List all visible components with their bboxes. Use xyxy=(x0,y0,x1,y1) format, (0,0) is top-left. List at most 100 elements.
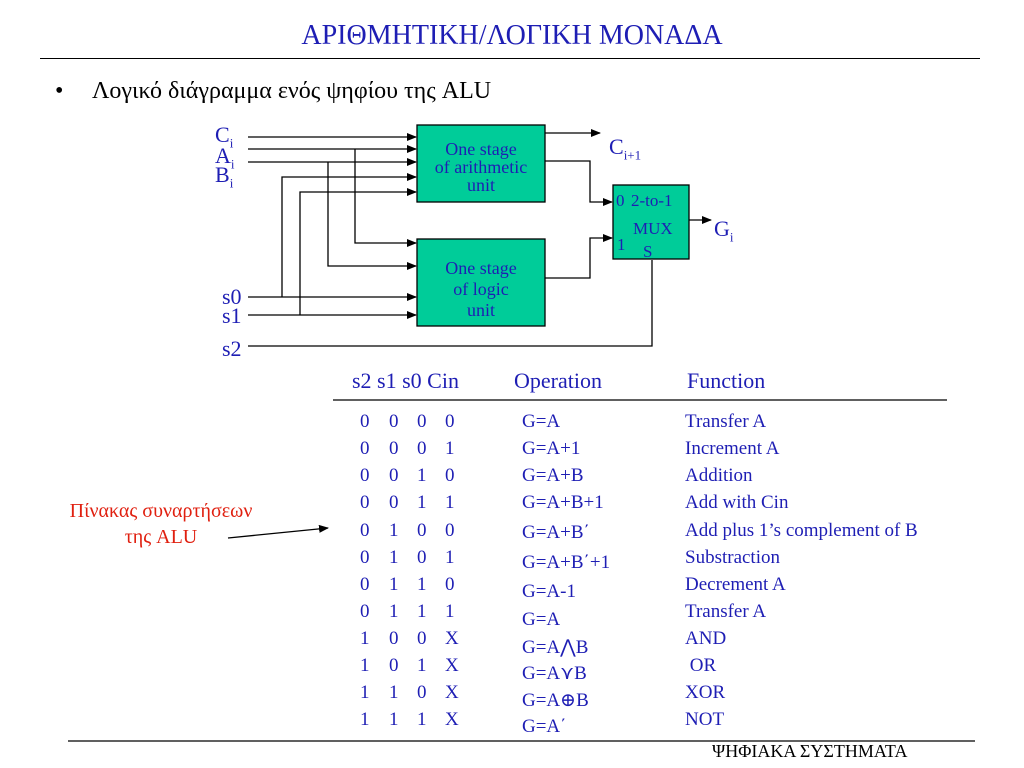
table-bit-cell: 0 xyxy=(389,438,399,459)
table-bit-cell: 1 xyxy=(389,709,399,730)
table-bit-cell: 0 xyxy=(417,520,427,541)
mux-label: MUX xyxy=(633,219,673,238)
output-label-gi: Gi xyxy=(714,216,734,245)
carry-out-label: Ci+1 xyxy=(609,134,642,163)
footer-text: ΨΗΦΙΑΚΑ ΣΥΣΤΗΜΑΤΑ xyxy=(712,741,908,761)
table-bit-cell: 0 xyxy=(360,574,370,595)
table-header-operation: Operation xyxy=(514,368,602,393)
table-function-cell: Transfer A xyxy=(685,601,767,622)
logic-unit-box xyxy=(416,238,546,327)
select-label-s1: s1 xyxy=(222,303,242,328)
table-bit-cell: 0 xyxy=(445,465,455,486)
table-bit-cell: X xyxy=(445,682,459,703)
table-bit-cell: 0 xyxy=(389,492,399,513)
mux-in0-label: 0 xyxy=(616,191,625,210)
table-annotation: Πίνακας συναρτήσεων της ALU xyxy=(30,498,292,550)
bullet-text: Λογικό διάγραμμα ενός ψηφίου της ALU xyxy=(92,78,492,104)
table-function-cell: Addition xyxy=(685,465,753,486)
table-bit-cell: 1 xyxy=(389,574,399,595)
table-function-cell: NOT xyxy=(685,709,725,730)
table-function-cell: XOR xyxy=(685,682,726,703)
s2-wire xyxy=(248,260,653,347)
table-function-cell: Add with Cin xyxy=(685,492,789,513)
table-bit-cell: 0 xyxy=(445,574,455,595)
annotation-arrow xyxy=(227,524,329,539)
table-operation-cell: G=A xyxy=(522,411,561,432)
logic-unit-label: One stage of logic unit xyxy=(445,258,517,320)
table-function-cell: AND xyxy=(685,628,727,649)
table-operation-cell: G=A+B xyxy=(522,465,584,486)
table-bit-cell: 1 xyxy=(389,682,399,703)
input-label-ai: Ai xyxy=(215,143,235,172)
arithmetic-unit-label: One stage of arithmetic unit xyxy=(434,139,528,195)
table-function-cell: Increment A xyxy=(685,438,780,459)
table-bit-cell: 0 xyxy=(417,628,427,649)
table-bit-cell: 1 xyxy=(417,655,427,676)
table-bit-cell: 0 xyxy=(389,465,399,486)
select-label-s2: s2 xyxy=(222,336,242,361)
table-bit-cell: 1 xyxy=(417,601,427,622)
arithmetic-unit-box xyxy=(416,124,546,203)
table-bit-cell: 1 xyxy=(360,655,370,676)
table-operation-cell: G=A xyxy=(522,609,561,630)
bi-tap xyxy=(327,162,417,270)
table-bit-cell: 1 xyxy=(445,547,455,568)
table-bit-cell: 1 xyxy=(360,628,370,649)
table-bit-cell: 0 xyxy=(360,547,370,568)
table-operation-cell: G=A+B+1 xyxy=(522,492,604,513)
table-bit-cell: 0 xyxy=(389,628,399,649)
input-label-bi: Bi xyxy=(215,162,234,191)
table-header-function: Function xyxy=(687,368,766,393)
table-bit-cell: 1 xyxy=(445,492,455,513)
table-bit-cell: 0 xyxy=(360,601,370,622)
table-bit-cell: 0 xyxy=(417,438,427,459)
table-bit-cell: 0 xyxy=(445,411,455,432)
logic-to-mux xyxy=(545,234,613,279)
table-bit-cell: 1 xyxy=(389,547,399,568)
table-bit-cell: 1 xyxy=(360,709,370,730)
table-bit-cell: 1 xyxy=(445,438,455,459)
table-bit-cell: 1 xyxy=(360,682,370,703)
mux-select-label: S xyxy=(643,242,653,261)
table-bit-cell: 1 xyxy=(417,709,427,730)
table-bit-cell: X xyxy=(445,709,459,730)
table-bit-cell: 0 xyxy=(360,438,370,459)
table-bit-cell: 1 xyxy=(417,465,427,486)
arith-to-mux xyxy=(545,160,613,206)
table-function-cell: Substraction xyxy=(685,547,780,568)
table-bit-cell: X xyxy=(445,628,459,649)
table-bit-cell: 0 xyxy=(360,411,370,432)
table-bit-cell: 0 xyxy=(389,655,399,676)
annotation-line2: της ALU xyxy=(124,526,198,548)
input-label-ci: Ci xyxy=(215,122,234,151)
table-bit-cell: X xyxy=(445,655,459,676)
table-bit-cell: 1 xyxy=(417,492,427,513)
table-bit-cell: 1 xyxy=(417,574,427,595)
table-operation-cell: G=A⋎B xyxy=(522,663,587,684)
table-bit-cell: 1 xyxy=(389,520,399,541)
table-bit-cell: 0 xyxy=(417,547,427,568)
table-header-select: s2 s1 s0 Cin xyxy=(352,368,459,393)
mux-in1-label: 1 xyxy=(617,235,626,254)
title-rule xyxy=(40,58,980,59)
slide-title: ΑΡΙΘΜΗΤΙΚΗ/ΛΟΓΙΚΗ ΜΟΝΑΔΑ xyxy=(301,20,723,51)
table-function-cell: OR xyxy=(685,655,717,676)
mux-title: 2-to-1 xyxy=(631,191,673,210)
s0-to-arith xyxy=(281,173,417,297)
table-bit-cell: 0 xyxy=(360,520,370,541)
table-bit-cell: 0 xyxy=(360,465,370,486)
ai-tap xyxy=(354,149,417,247)
table-bit-cell: 1 xyxy=(445,601,455,622)
annotation-line1: Πίνακας συναρτήσεων xyxy=(69,500,253,522)
table-operation-cell: G=A+B΄+1 xyxy=(522,552,611,573)
table-function-cell: Transfer A xyxy=(685,411,767,432)
table-bit-cell: 0 xyxy=(360,492,370,513)
table-operation-cell: G=A΄ xyxy=(522,716,567,737)
table-operation-cell: G=A⋀B xyxy=(522,637,589,658)
table-bit-cell: 0 xyxy=(417,682,427,703)
table-operation-cell: G=A-1 xyxy=(522,581,576,602)
bullet-symbol: • xyxy=(55,78,64,104)
table-function-cell: Add plus 1’s complement of B xyxy=(685,520,918,541)
table-operation-cell: G=A⊕B xyxy=(522,690,589,711)
